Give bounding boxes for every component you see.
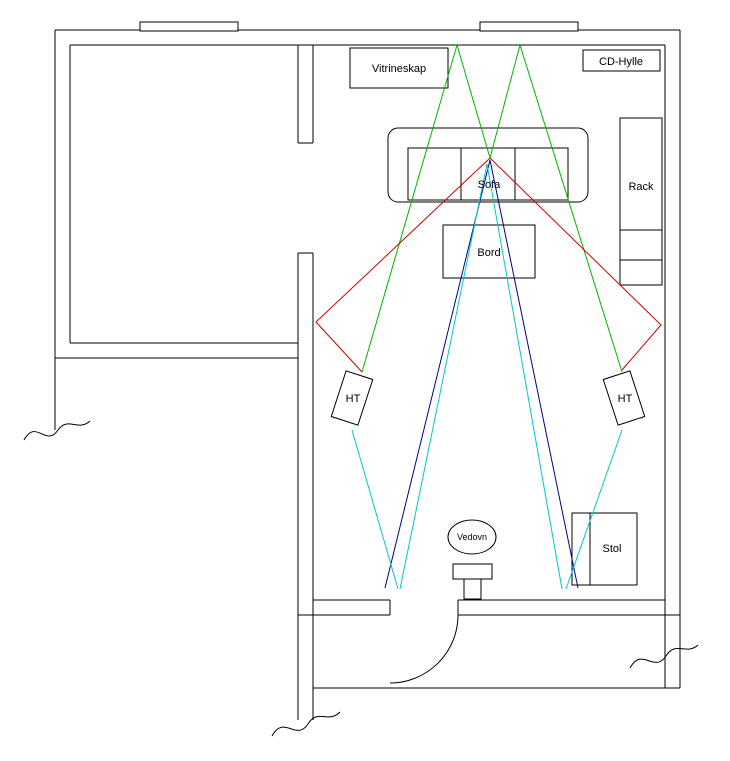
vitrineskap-shape [349, 47, 449, 89]
cd-hylle-label: CD-Hylle [599, 56, 643, 68]
vedovn-base [452, 563, 493, 580]
speaker-path-ht-left [351, 429, 399, 590]
speaker-path-apex-right [486, 163, 563, 590]
vitrineskap-label: Vitrineskap [372, 63, 426, 75]
labels: Vitrineskap CD-Hylle Rack Sofa Bord HT H… [346, 56, 654, 555]
windows [139, 21, 579, 32]
stol-shape [571, 512, 638, 586]
vedovn-label: Vedovn [457, 532, 487, 542]
break-mark-bottom-right [629, 644, 699, 669]
vedovn-shape [447, 519, 497, 600]
window-top-left [139, 21, 239, 32]
front-reflection-lines [361, 43, 623, 373]
rear-path-left [384, 159, 491, 589]
break-marks [23, 420, 699, 737]
side-reflection-right [489, 157, 662, 371]
ht-left-shape [330, 370, 374, 426]
furniture [330, 47, 663, 600]
side-reflection-left [315, 157, 491, 373]
vedovn-flue [463, 578, 482, 600]
sofa-cushions [407, 147, 569, 201]
rack-label: Rack [628, 181, 654, 193]
stol-label: Stol [603, 543, 622, 555]
door-swing-arc [389, 614, 459, 684]
ht-left-box [330, 370, 374, 426]
vedovn-ellipse [447, 519, 497, 555]
rear-path-lines [384, 159, 579, 589]
window-top-right [479, 21, 579, 32]
cd-hylle-shape [582, 49, 661, 72]
speaker-path-lines [351, 163, 623, 590]
walls [54, 29, 681, 720]
sofa-outline [387, 127, 589, 203]
break-mark-left-wall [23, 420, 91, 441]
ht-right-shape [602, 370, 646, 426]
rack-shape [619, 117, 663, 286]
side-reflection-lines [315, 157, 662, 373]
stol-outline [571, 512, 638, 586]
break-mark-bottom-left [271, 711, 341, 737]
ht-right-box [602, 370, 646, 426]
ht-left-label: HT [346, 393, 361, 405]
front-reflection-left [361, 43, 491, 373]
bord-shape [442, 224, 536, 279]
rear-path-right [489, 159, 579, 589]
ht-right-label: HT [618, 393, 633, 405]
bord-label: Bord [477, 247, 500, 259]
rack-outline [619, 117, 663, 286]
front-reflection-right [489, 43, 623, 373]
speaker-path-ht-right [565, 429, 623, 590]
sofa-shape [387, 127, 589, 203]
speaker-path-apex-left [399, 163, 488, 590]
sofa-label: Sofa [478, 179, 502, 191]
